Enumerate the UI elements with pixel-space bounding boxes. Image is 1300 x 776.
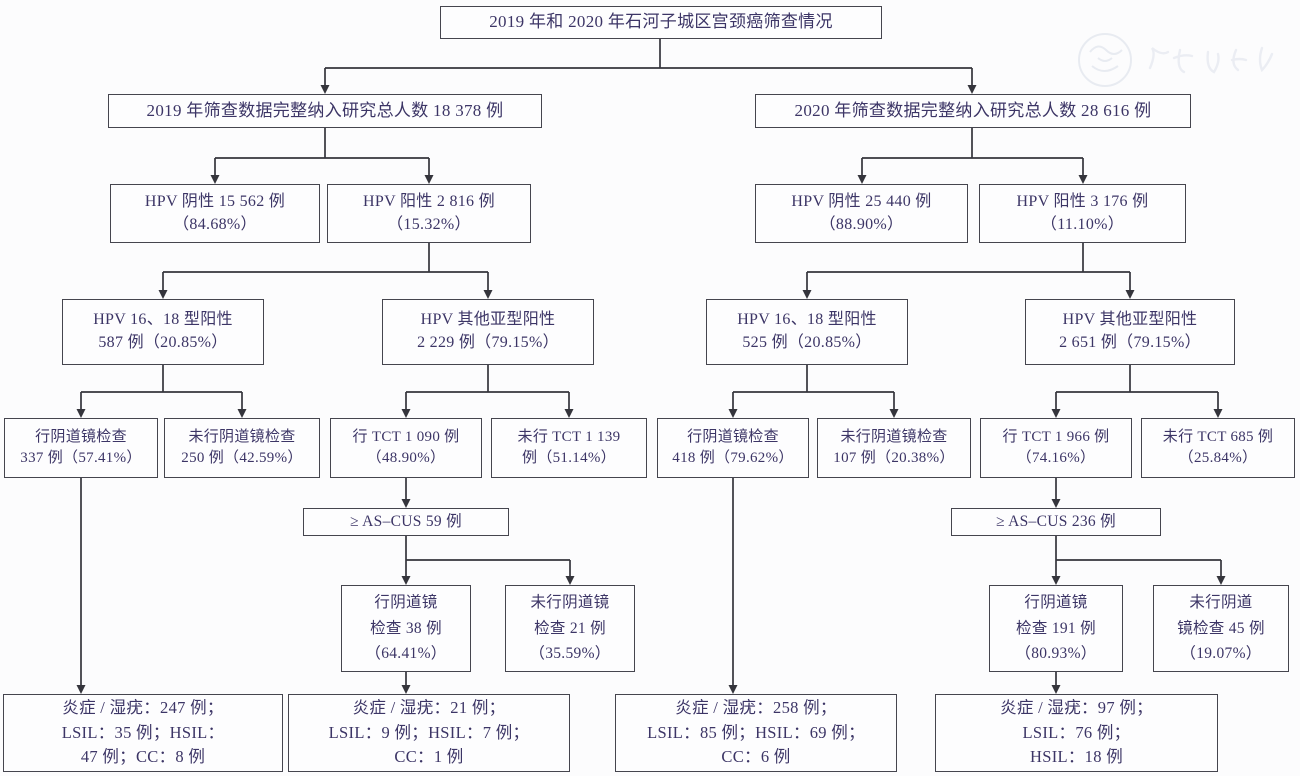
- flow-node-total-2020: 2020 年筛查数据完整纳入研究总人数 28 616 例: [755, 94, 1191, 128]
- node-text: 炎症 / 湿疣：247 例；: [62, 697, 224, 717]
- node-text: 2 651 例（79.15%）: [1059, 334, 1201, 351]
- node-text: ≥ AS–CUS 59 例: [350, 513, 462, 531]
- node-text: （11.10%）: [1040, 215, 1125, 233]
- node-text: 未行阴道: [1189, 594, 1253, 612]
- flow-node-hpv-positive-2019: HPV 阳性 2 816 例 （15.32%）: [327, 184, 531, 243]
- flow-node-colposcopy-38-2019: 行阴道镜 检查 38 例 （64.41%）: [341, 585, 471, 672]
- flow-node-ascus-236-2020: ≥ AS–CUS 236 例: [951, 508, 1161, 536]
- node-text: LSIL：9 例；HSIL：7 例；: [328, 722, 530, 742]
- node-text: （15.32%）: [387, 215, 471, 233]
- node-text: 行阴道镜: [1024, 594, 1088, 612]
- node-text: HPV 阳性 2 816 例: [363, 192, 495, 210]
- node-text: 未行阴道镜: [530, 594, 610, 612]
- node-text: 行阴道镜检查: [35, 428, 127, 445]
- node-text: HPV 其他亚型阳性: [420, 311, 556, 329]
- node-text: LSIL：85 例；HSIL：69 例；: [647, 722, 865, 742]
- flow-node-no-tct-685-2020: 未行 TCT 685 例 （25.84%）: [1141, 418, 1295, 478]
- node-text: 2 229 例（79.15%）: [417, 334, 559, 351]
- node-text: 337 例（57.41%）: [20, 450, 142, 466]
- node-text: （19.07%）: [1180, 645, 1262, 663]
- node-text: 250 例（42.59%）: [181, 450, 303, 466]
- flow-node-hpv-other-2019: HPV 其他亚型阳性 2 229 例（79.15%）: [382, 299, 594, 365]
- node-text: （84.68%）: [173, 215, 257, 233]
- node-text: 未行阴道镜检查: [840, 428, 948, 445]
- flow-node-tct-1966-2020: 行 TCT 1 966 例 （74.16%）: [980, 418, 1132, 478]
- connector-lines: [80, 39, 1222, 688]
- flow-node-colposcopy-418-2020: 行阴道镜检查 418 例（79.62%）: [657, 418, 809, 478]
- flow-node-pathology-2019-after337: 炎症 / 湿疣：247 例； LSIL：35 例；HSIL： 47 例；CC：8…: [3, 694, 283, 772]
- node-text: （80.93%）: [1015, 645, 1097, 663]
- node-text: 未行 TCT 685 例: [1162, 428, 1274, 445]
- node-text: HSIL：18 例: [1030, 747, 1123, 767]
- node-text: 镜检查 45 例: [1177, 619, 1265, 637]
- node-text: （64.41%）: [365, 645, 447, 663]
- node-text: 未行 TCT 1 139: [517, 428, 621, 445]
- node-text: 检查 21 例: [534, 619, 606, 637]
- flow-node-no-colposcopy-21-2019: 未行阴道镜 检查 21 例 （35.59%）: [505, 585, 635, 672]
- node-text: 418 例（79.62%）: [672, 450, 794, 466]
- node-text: 47 例；CC：8 例: [80, 747, 206, 767]
- node-text: （74.16%）: [1016, 450, 1096, 466]
- node-text: 107 例（20.38%）: [833, 450, 955, 466]
- watermark-seal-icon: [1078, 33, 1132, 87]
- flow-node-pathology-2020-after191: 炎症 / 湿疣：97 例； LSIL：76 例； HSIL：18 例: [935, 694, 1218, 772]
- node-text: 检查 191 例: [1016, 619, 1096, 637]
- node-text: HPV 其他亚型阳性: [1062, 311, 1198, 329]
- node-text: HPV 16、18 型阳性: [737, 311, 877, 329]
- flow-node-hpv-negative-2020: HPV 阴性 25 440 例 （88.90%）: [755, 184, 968, 243]
- node-text: 2020 年筛查数据完整纳入研究总人数 28 616 例: [794, 100, 1152, 120]
- node-text: 525 例（20.85%）: [742, 334, 872, 351]
- node-text: 炎症 / 湿疣：97 例；: [1000, 697, 1153, 717]
- node-text: HPV 阴性 15 562 例: [144, 192, 286, 210]
- node-text: LSIL：76 例；: [1022, 722, 1131, 742]
- node-text: 行阴道镜: [374, 594, 438, 612]
- flow-node-pathology-2020-after418: 炎症 / 湿疣：258 例； LSIL：85 例；HSIL：69 例； CC：6…: [615, 694, 897, 772]
- node-text: 检查 38 例: [370, 619, 442, 637]
- node-text: CC：6 例: [721, 747, 791, 767]
- node-text: 炎症 / 湿疣：258 例；: [675, 697, 837, 717]
- node-text: 行 TCT 1 966 例: [1002, 428, 1110, 445]
- node-text: HPV 阳性 3 176 例: [1016, 192, 1149, 210]
- node-text: （88.90%）: [819, 215, 904, 233]
- node-text: （48.90%）: [366, 450, 446, 466]
- flow-node-hpv1618-2019: HPV 16、18 型阳性 587 例（20.85%）: [62, 299, 264, 365]
- node-text: 2019 年筛查数据完整纳入研究总人数 18 378 例: [146, 100, 504, 120]
- flow-node-pathology-2019-after38: 炎症 / 湿疣：21 例； LSIL：9 例；HSIL：7 例； CC：1 例: [288, 694, 570, 772]
- flow-node-no-colposcopy-250-2019: 未行阴道镜检查 250 例（42.59%）: [164, 418, 320, 478]
- flow-node-title: 2019 年和 2020 年石河子城区宫颈癌筛查情况: [440, 6, 882, 39]
- watermark-signature-icon: [1148, 46, 1274, 74]
- flow-node-tct-1090-2019: 行 TCT 1 090 例 （48.90%）: [330, 418, 482, 478]
- node-text: 2019 年和 2020 年石河子城区宫颈癌筛查情况: [489, 12, 833, 32]
- node-text: 未行阴道镜检查: [188, 428, 296, 445]
- flow-node-no-tct-1139-2019: 未行 TCT 1 139 例（51.14%）: [491, 418, 647, 478]
- node-text: HPV 16、18 型阳性: [93, 311, 233, 329]
- node-text: 587 例（20.85%）: [98, 334, 228, 351]
- flow-node-ascus-59-2019: ≥ AS–CUS 59 例: [303, 508, 509, 536]
- flow-node-no-colposcopy-107-2020: 未行阴道镜检查 107 例（20.38%）: [817, 418, 971, 478]
- node-text: 行阴道镜检查: [687, 428, 779, 445]
- flow-node-hpv-negative-2019: HPV 阴性 15 562 例 （84.68%）: [110, 184, 320, 243]
- flow-node-no-colposcopy-45-2020: 未行阴道 镜检查 45 例 （19.07%）: [1153, 585, 1289, 672]
- node-text: 例（51.14%）: [522, 450, 616, 466]
- flow-node-hpv-other-2020: HPV 其他亚型阳性 2 651 例（79.15%）: [1025, 299, 1235, 365]
- node-text: CC：1 例: [394, 747, 464, 767]
- node-text: ≥ AS–CUS 236 例: [996, 513, 1116, 531]
- node-text: （25.84%）: [1178, 450, 1258, 466]
- flow-node-hpv-positive-2020: HPV 阳性 3 176 例 （11.10%）: [979, 184, 1186, 243]
- flow-node-hpv1618-2020: HPV 16、18 型阳性 525 例（20.85%）: [706, 299, 908, 365]
- node-text: LSIL：35 例；HSIL：: [61, 722, 225, 742]
- flow-node-colposcopy-337-2019: 行阴道镜检查 337 例（57.41%）: [4, 418, 158, 478]
- flow-node-colposcopy-191-2020: 行阴道镜 检查 191 例 （80.93%）: [989, 585, 1123, 672]
- node-text: HPV 阴性 25 440 例: [791, 192, 932, 210]
- node-text: 炎症 / 湿疣：21 例；: [352, 697, 506, 717]
- node-text: 行 TCT 1 090 例: [352, 428, 460, 445]
- flow-node-total-2019: 2019 年筛查数据完整纳入研究总人数 18 378 例: [108, 94, 542, 128]
- node-text: （35.59%）: [529, 645, 611, 663]
